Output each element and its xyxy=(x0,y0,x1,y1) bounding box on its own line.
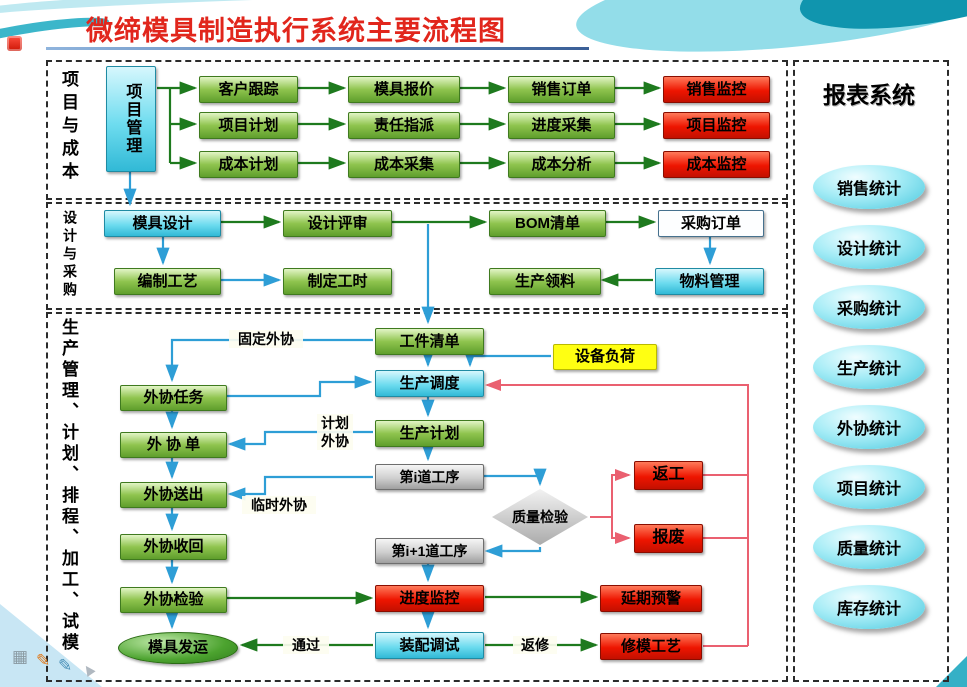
section-project-cost xyxy=(46,60,788,200)
report-sales-stats: 销售统计 xyxy=(813,165,925,209)
node-operation-i: 第i道工序 xyxy=(375,464,484,490)
node-mold-delivery: 模具发运 xyxy=(118,632,238,664)
section-design-procurement xyxy=(46,202,788,310)
node-delay-warning: 延期预警 xyxy=(600,585,702,612)
node-progress-monitor: 进度监控 xyxy=(375,585,484,612)
edge-label-fixed-outsourcing: 固定外协 xyxy=(229,330,303,348)
report-quality-stats: 质量统计 xyxy=(813,525,925,569)
reports-title: 报表系统 xyxy=(823,82,915,108)
node-design-review: 设计评审 xyxy=(283,210,392,237)
node-outsourcing-task: 外协任务 xyxy=(120,385,227,411)
node-rework: 返工 xyxy=(634,461,703,490)
node-process-planning: 编制工艺 xyxy=(114,268,221,295)
node-mold-repair-process: 修模工艺 xyxy=(600,633,702,660)
node-cost-analysis: 成本分析 xyxy=(508,151,615,178)
report-inventory-stats: 库存统计 xyxy=(813,585,925,629)
report-outsourcing-stats: 外协统计 xyxy=(813,405,925,449)
image-tool-icon[interactable]: ▦ xyxy=(12,647,29,666)
section-project-cost-label: 项目与成本 xyxy=(59,70,78,185)
node-equipment-load: 设备负荷 xyxy=(553,344,657,370)
node-production-plan: 生产计划 xyxy=(375,420,484,447)
node-project-plan: 项目计划 xyxy=(199,112,298,139)
node-work-hours: 制定工时 xyxy=(283,268,392,295)
node-cost-monitor: 成本监控 xyxy=(663,151,770,178)
page-title: 微缔模具制造执行系统主要流程图 xyxy=(86,16,506,46)
node-bom-list: BOM清单 xyxy=(489,210,606,237)
node-project-management: 项目管理 xyxy=(106,66,156,172)
node-purchase-order: 采购订单 xyxy=(658,210,764,237)
section-design-procurement-label: 设计与采购 xyxy=(62,210,78,300)
node-outsourcing-return: 外协收回 xyxy=(120,534,227,560)
node-cost-plan: 成本计划 xyxy=(199,151,298,178)
report-production-stats: 生产统计 xyxy=(813,345,925,389)
pen-tool-icon[interactable]: ✎ xyxy=(36,651,51,670)
section-production-label: 生产管理、计划、排程、加工、试模 xyxy=(59,318,78,654)
node-customer-tracking: 客户跟踪 xyxy=(199,76,298,103)
node-sales-order: 销售订单 xyxy=(508,76,615,103)
node-operation-i-plus-1: 第i+1道工序 xyxy=(375,538,484,564)
pencil-tool-icon[interactable]: ✎ xyxy=(58,656,73,675)
node-assembly-testing: 装配调试 xyxy=(375,632,484,659)
section-production xyxy=(46,312,788,682)
node-outsourcing-order: 外 协 单 xyxy=(120,432,227,458)
red-tool-icon[interactable] xyxy=(7,36,22,51)
node-scheduling: 生产调度 xyxy=(375,370,484,397)
node-outsourcing-send: 外协送出 xyxy=(120,482,227,508)
section-reports xyxy=(793,60,949,682)
report-project-stats: 项目统计 xyxy=(813,465,925,509)
report-design-stats: 设计统计 xyxy=(813,225,925,269)
edge-label-pass: 通过 xyxy=(283,636,329,654)
title-underline xyxy=(46,47,589,50)
node-outsourcing-inspect: 外协检验 xyxy=(120,587,227,613)
edge-label-temporary-outsourcing: 临时外协 xyxy=(242,496,316,514)
node-task-assignment: 责任指派 xyxy=(348,112,460,139)
node-progress-collect: 进度采集 xyxy=(508,112,615,139)
node-scrap: 报废 xyxy=(634,524,703,553)
edge-label-planned-outsourcing: 计划外协 xyxy=(317,414,353,450)
report-purchase-stats: 采购统计 xyxy=(813,285,925,329)
node-project-monitor: 项目监控 xyxy=(663,112,770,139)
node-work-list: 工件清单 xyxy=(375,328,484,355)
node-mold-quotation: 模具报价 xyxy=(348,76,460,103)
node-cost-collect: 成本采集 xyxy=(348,151,460,178)
node-mold-design: 模具设计 xyxy=(104,210,221,237)
node-sales-monitor: 销售监控 xyxy=(663,76,770,103)
edge-label-repair: 返修 xyxy=(513,636,557,654)
node-material-requisition: 生产领料 xyxy=(489,268,601,295)
node-material-management: 物料管理 xyxy=(655,268,764,295)
